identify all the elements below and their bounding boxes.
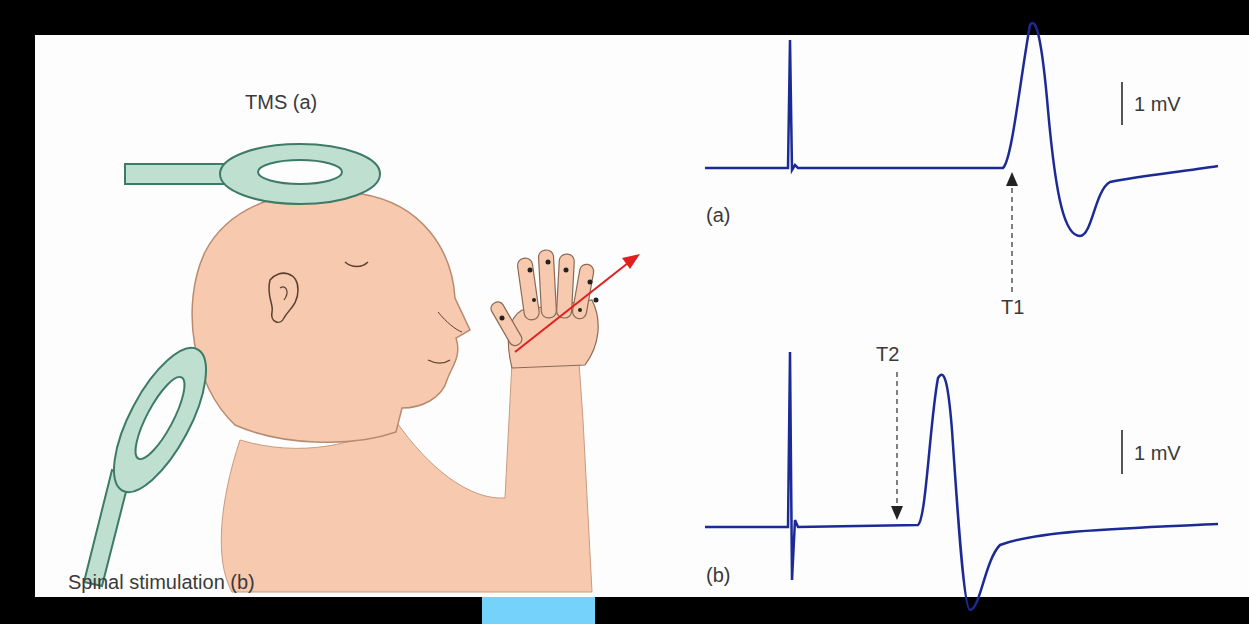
eye — [345, 262, 368, 267]
panel-ground — [35, 35, 1249, 597]
mouth — [428, 360, 450, 363]
finger — [556, 254, 574, 319]
scale-bar — [1121, 82, 1123, 125]
latency-marker — [896, 372, 898, 508]
scale-bar — [1121, 430, 1123, 474]
trace-label: (b) — [706, 565, 730, 585]
mep-trace — [705, 23, 1218, 236]
blue-patch — [482, 597, 595, 624]
head — [192, 191, 470, 442]
latency-label: T1 — [1001, 297, 1024, 317]
nose — [438, 312, 462, 332]
ear-inner — [280, 287, 287, 300]
scale-label: 1 mV — [1134, 94, 1181, 114]
spinal-coil — [84, 335, 224, 586]
finger — [538, 250, 557, 319]
coil-label: TMS (a) — [245, 92, 317, 112]
latency-arrowhead — [1006, 172, 1018, 186]
thumb — [489, 300, 524, 348]
mep-trace — [705, 352, 1218, 610]
electrodes — [500, 260, 599, 321]
tms-coil — [125, 144, 380, 204]
ear — [269, 273, 298, 322]
hand — [489, 250, 598, 368]
trace-label: (a) — [706, 205, 730, 225]
latency-marker — [1011, 184, 1013, 292]
finger — [517, 257, 540, 320]
latency-arrowhead — [891, 506, 903, 520]
red-arrowhead — [622, 254, 640, 269]
scale-label: 1 mV — [1134, 443, 1181, 463]
coil-label: Spinal stimulation (b) — [68, 572, 255, 592]
red-arrow — [515, 263, 628, 352]
latency-label: T2 — [876, 344, 899, 364]
